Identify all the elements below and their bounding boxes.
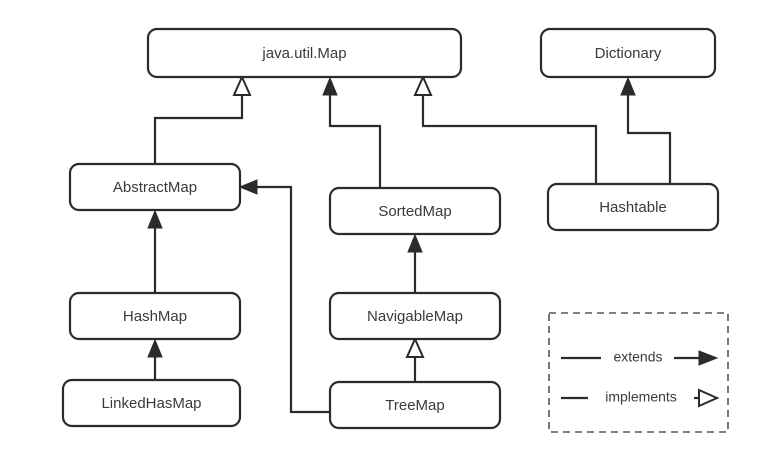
extends-arrowhead-icon [698,350,719,366]
legend-item-implements: implements [561,388,720,408]
node-label: java.util.Map [261,45,346,62]
edge-sortedmap-extends-map [322,76,382,188]
edge-treemap-extends-abstractmap [238,179,330,414]
node-box[interactable] [546,182,720,232]
implements-arrowhead [405,336,425,358]
implements-arrowhead [413,74,433,96]
node-hashmap[interactable]: HashMap [68,291,242,341]
edge-treemap-implements-navigablemap [405,336,425,382]
edge-hashmap-extends-abstractmap [147,209,163,293]
edge-navigablemap-extends-sortedmap [407,233,423,293]
legend: extends implements [548,312,729,433]
legend-implements-label: implements [605,389,677,405]
extends-arrowhead [238,179,258,195]
node-abstractmap[interactable]: AbstractMap [68,162,242,212]
extends-arrowhead [147,338,163,358]
node-dictionary[interactable]: Dictionary [539,27,717,79]
edge-hashtable-extends-dictionary [620,76,672,184]
node-box[interactable] [68,291,242,341]
legend-extends-label: extends [613,349,662,365]
node-box[interactable] [328,380,502,430]
implements-arrowhead-icon [698,388,720,408]
node-sortedmap[interactable]: SortedMap [328,186,502,236]
node-box[interactable] [539,27,717,79]
edge-abstractmap-implements-map [153,74,252,164]
node-navigablemap[interactable]: NavigableMap [328,291,502,341]
node-box[interactable] [146,27,463,79]
node-label: LinkedHasMap [101,395,201,412]
node-box[interactable] [61,378,242,428]
edge-hashtable-implements-map [413,74,598,184]
edge-linkedhasmap-extends-hashmap [147,338,163,380]
legend-item-extends: extends [561,349,719,366]
node-box[interactable] [328,291,502,341]
node-label: AbstractMap [113,179,197,196]
node-box[interactable] [68,162,242,212]
node-label: HashMap [123,308,187,325]
node-linkedhasmap[interactable]: LinkedHasMap [61,378,242,428]
node-label: NavigableMap [367,308,463,325]
edge-layer [147,74,672,414]
node-label: Hashtable [599,199,667,216]
node-hashtable[interactable]: Hashtable [546,182,720,232]
extends-arrowhead [322,76,338,96]
implements-arrowhead [232,74,252,96]
extends-arrowhead [407,233,423,253]
node-label: SortedMap [378,203,451,220]
node-box[interactable] [328,186,502,236]
node-label: TreeMap [385,397,444,414]
node-java-util-map[interactable]: java.util.Map [146,27,463,79]
node-label: Dictionary [595,45,662,62]
extends-arrowhead [147,209,163,229]
extends-arrowhead [620,76,636,96]
node-layer: java.util.Map Dictionary AbstractMap Sor… [61,27,720,430]
legend-border [548,312,729,433]
node-treemap[interactable]: TreeMap [328,380,502,430]
